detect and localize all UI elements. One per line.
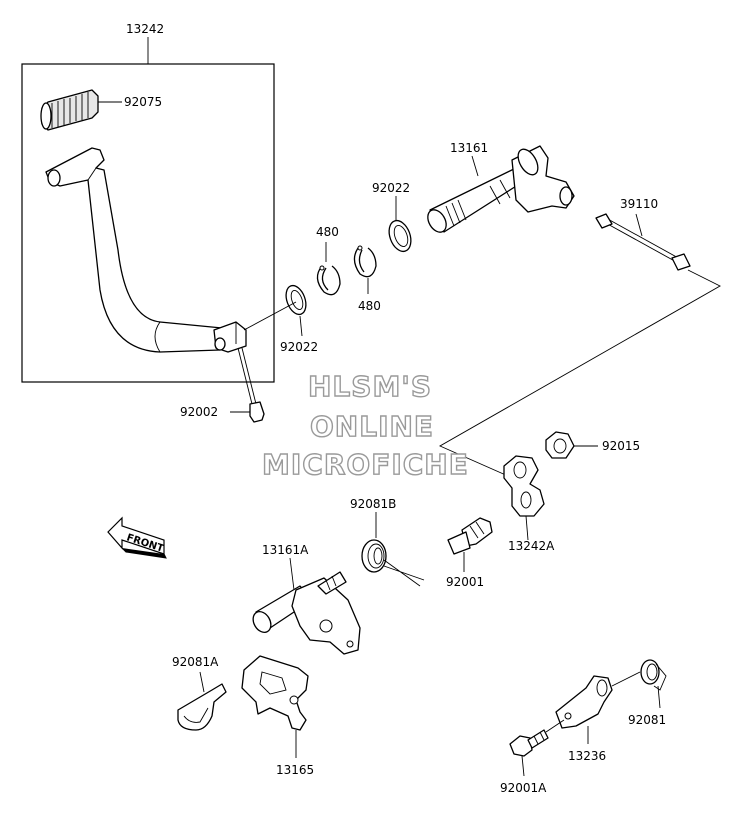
callout-92015[interactable]: 92015	[602, 439, 640, 453]
washer-92022-top[interactable]	[385, 218, 415, 255]
leader-92001A	[521, 755, 525, 777]
nut-92015[interactable]	[545, 431, 575, 459]
circlip-480-bottom[interactable]	[353, 245, 377, 278]
leader-92022-left	[299, 315, 303, 337]
spring-92081B[interactable]	[361, 539, 425, 587]
callout-13161A[interactable]: 13161A	[262, 543, 309, 557]
pin-92001[interactable]	[447, 517, 493, 555]
axis-line-tie-rod	[439, 269, 721, 477]
callout-92075[interactable]: 92075	[124, 95, 162, 109]
plate-13165[interactable]	[241, 655, 309, 731]
arm-13236[interactable]	[555, 675, 613, 729]
circlip-480-top[interactable]	[316, 265, 341, 296]
watermark-line-3: MICROFICHE	[262, 448, 469, 481]
callout-39110[interactable]: 39110	[620, 197, 658, 211]
leader-13161	[471, 155, 479, 177]
callout-92001A[interactable]: 92001A	[500, 781, 547, 795]
callout-13242A[interactable]: 13242A	[508, 539, 555, 553]
callout-480-bottom[interactable]: 480	[358, 299, 381, 313]
callout-13242[interactable]: 13242	[126, 22, 164, 36]
callout-13161[interactable]: 13161	[450, 141, 488, 155]
axis-line-bolt	[545, 719, 565, 733]
callout-13165[interactable]: 13165	[276, 763, 314, 777]
watermark: HLSM'S ONLINE MICROFICHE	[261, 369, 469, 481]
callout-92002[interactable]: 92002	[180, 405, 218, 419]
leader-13161A	[289, 557, 295, 591]
callout-92081B[interactable]: 92081B	[350, 497, 396, 511]
callout-480-top[interactable]: 480	[316, 225, 339, 239]
shift-pedal-arm[interactable]	[45, 147, 247, 353]
front-direction-arrow: FRONT	[107, 516, 167, 559]
bolt-92001A[interactable]	[509, 729, 549, 757]
callout-92081A[interactable]: 92081A	[172, 655, 219, 669]
watermark-line-1: HLSM'S	[308, 370, 432, 403]
watermark-line-2: ONLINE	[310, 410, 434, 443]
washer-92022-left[interactable]	[282, 283, 309, 317]
leader-92081A	[199, 671, 205, 693]
tie-rod-end-13242A[interactable]	[503, 455, 545, 517]
shift-shaft-13161[interactable]	[424, 145, 575, 236]
callout-92022-top[interactable]: 92022	[372, 181, 410, 195]
axis-line-arm	[611, 671, 641, 687]
callout-13236[interactable]: 13236	[568, 749, 606, 763]
pedal-rubber-92075[interactable]	[40, 89, 99, 131]
clamp-92081A[interactable]	[177, 683, 227, 731]
spring-92081[interactable]	[640, 659, 667, 691]
shift-shaft-13161A[interactable]	[250, 571, 361, 655]
leader-92081	[657, 685, 661, 709]
bolt-92002[interactable]	[237, 347, 265, 423]
leader-13242A	[525, 515, 529, 541]
axis-line-pedal	[243, 301, 297, 331]
tie-rod-39110[interactable]	[595, 213, 691, 271]
leader-39110	[635, 213, 643, 237]
callout-92001[interactable]: 92001	[446, 575, 484, 589]
callout-92081[interactable]: 92081	[628, 713, 666, 727]
callout-92022-left[interactable]: 92022	[280, 340, 318, 354]
